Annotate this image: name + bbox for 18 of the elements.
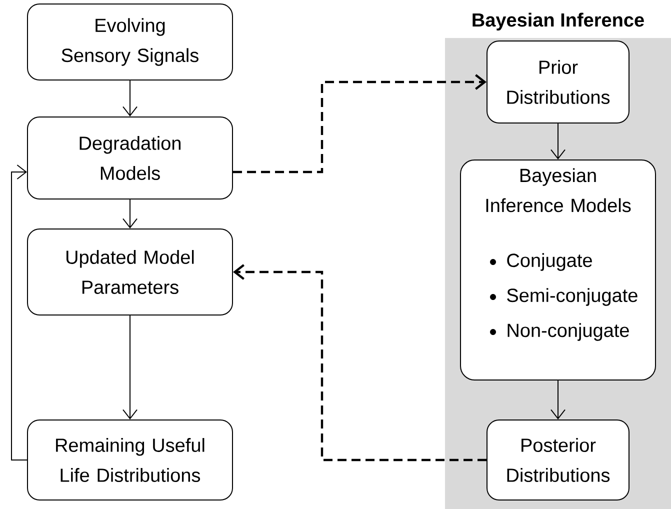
arrow <box>550 380 566 420</box>
bullet-item: Non-conjugate <box>490 323 629 341</box>
arrow <box>233 264 486 462</box>
process-box: Evolving Sensory Signals <box>27 4 233 80</box>
panel-heading: Bayesian Inference <box>472 12 644 30</box>
process-box: Remaining Useful Life Distributions <box>27 420 233 500</box>
arrow <box>11 164 28 460</box>
bullet-item: Semi-conjugate <box>490 288 638 306</box>
process-box: Posterior Distributions <box>486 420 630 500</box>
arrow <box>122 199 138 228</box>
process-box: Degradation Models <box>27 116 233 200</box>
arrow <box>233 74 486 174</box>
arrow <box>550 123 566 160</box>
arrow <box>122 315 138 420</box>
process-box: Updated Model Parameters <box>27 228 233 316</box>
bullet-item: Conjugate <box>490 253 592 271</box>
arrow <box>122 80 138 116</box>
process-box: Prior Distributions <box>486 40 630 124</box>
